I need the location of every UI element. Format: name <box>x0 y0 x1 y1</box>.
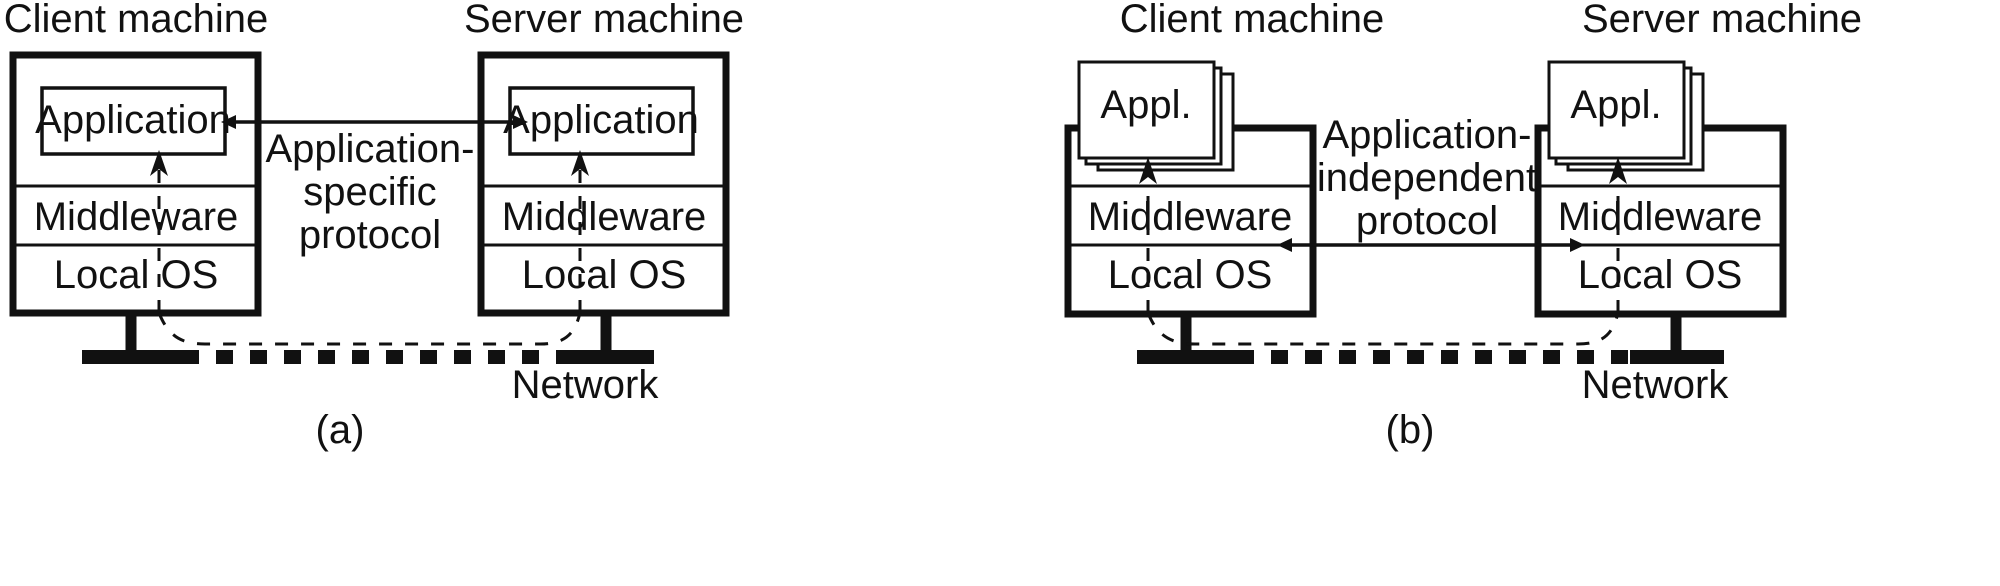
panel-b-protocol-label-line-3: protocol <box>1356 199 1498 243</box>
panel-a-client-localos-label: Local OS <box>54 253 219 297</box>
panel-b-client-machine-title: Client machine <box>1120 0 1385 41</box>
panel-b-client-machine: Appl. Middleware Local OS <box>1064 60 1317 318</box>
panel-a-protocol-label-line-3: protocol <box>299 213 441 257</box>
panel-b-client-application-box-front <box>1077 60 1216 160</box>
panel-b-client-application-label: Appl. <box>1100 83 1191 127</box>
panel-b-protocol-connector: Application- independent protocol <box>1277 113 1585 252</box>
panel-b-server-machine: Appl. Middleware Local OS <box>1534 60 1787 318</box>
panel-b-server-internal-arrow-head <box>1609 157 1627 184</box>
panel-a-server-application-box <box>508 86 695 156</box>
panel-b-client-localos-label: Local OS <box>1108 253 1273 297</box>
panel-a-client-application-label: Application <box>35 98 231 142</box>
panel-b-server-application-box-front <box>1547 60 1686 160</box>
panel-a-client-middleware-label: Middleware <box>34 195 239 239</box>
panel-b-network-label: Network <box>1582 363 1730 407</box>
panel-a-logical-network-path <box>157 312 582 346</box>
panel-a-caption: (a) <box>316 408 365 452</box>
panel-b-server-application-label: Appl. <box>1570 83 1661 127</box>
panel-b-protocol-label-line-2: independent <box>1317 156 1537 200</box>
panel-a-server-application-label: Application <box>503 98 699 142</box>
panel-b: Client machine Server machine Appl. Midd… <box>1064 0 1862 452</box>
panel-a-server-machine: Application Middleware Local OS <box>477 51 730 317</box>
panel-b-client-internal-arrow-head <box>1139 157 1157 184</box>
panel-a-server-internal-arrow-head <box>571 150 589 176</box>
panel-b-caption: (b) <box>1386 408 1435 452</box>
panel-b-logical-network-path <box>1146 312 1620 346</box>
panel-b-protocol-label-line-1: Application- <box>1322 113 1531 157</box>
panel-a-client-internal-arrow-head <box>150 150 168 176</box>
panel-a-protocol-label-line-2: specific <box>303 170 436 214</box>
panel-a-network-label: Network <box>512 363 660 407</box>
panel-a-network: Network <box>82 312 660 407</box>
panel-b-server-machine-title: Server machine <box>1582 0 1862 41</box>
panel-b-server-middleware-label: Middleware <box>1558 195 1763 239</box>
panel-a: Client machine Server machine Applicatio… <box>4 0 744 452</box>
panel-b-client-middleware-label: Middleware <box>1088 195 1293 239</box>
panel-a-client-machine: Application Middleware Local OS <box>9 51 262 317</box>
panel-a-server-machine-title: Server machine <box>464 0 744 41</box>
panel-b-server-localos-label: Local OS <box>1578 253 1743 297</box>
panel-a-client-machine-title: Client machine <box>4 0 269 41</box>
panel-a-protocol-label-line-1: Application- <box>265 127 474 171</box>
panel-a-server-middleware-label: Middleware <box>502 195 707 239</box>
panel-b-network: Network <box>1137 312 1730 407</box>
panel-a-protocol-connector: Application- specific protocol <box>221 115 528 257</box>
panel-a-server-localos-label: Local OS <box>522 253 687 297</box>
